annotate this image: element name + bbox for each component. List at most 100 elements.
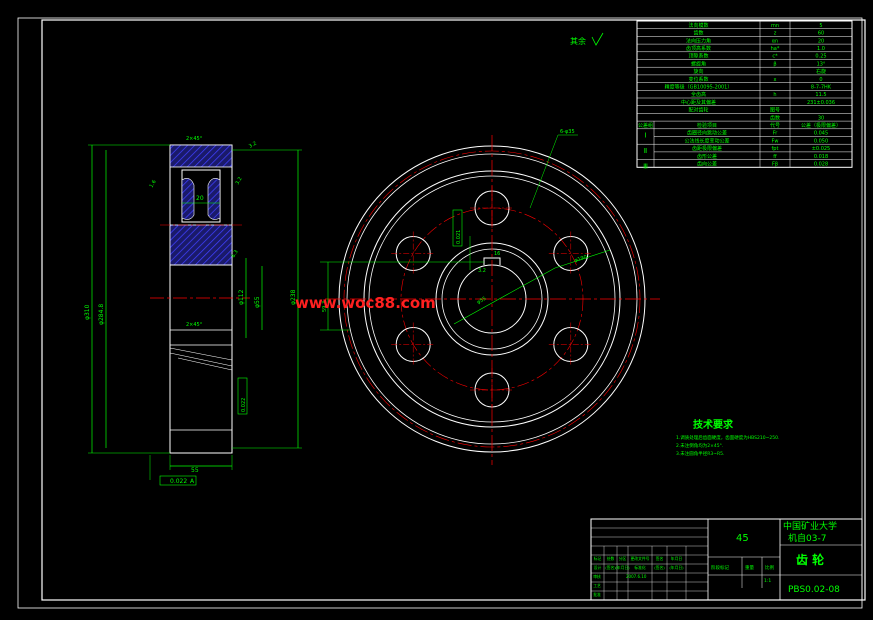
tol-code: ff — [773, 154, 777, 160]
runout-tolerance-frame: 0.022 A — [149, 455, 197, 486]
param-name: 齿顶高系数 — [686, 45, 711, 52]
tb-row-label: 工艺 — [593, 583, 601, 588]
face-tol-box — [237, 377, 248, 415]
keyway-tol-text: 0.021 — [456, 230, 462, 244]
tb-header-cell: 签名 — [656, 556, 664, 561]
hatch-rim-top — [169, 144, 233, 168]
tech-req-title: 技术要求 — [693, 418, 734, 431]
drawing-no-text: PBS0.02-08 — [788, 585, 840, 595]
param-symbol: 图号 — [770, 108, 780, 114]
param-name: 齿数 — [693, 30, 703, 37]
param-symbol: mn — [771, 23, 779, 29]
param-value: 20 — [818, 38, 824, 44]
tb-header-cell: 处数 — [607, 556, 615, 561]
keyway — [483, 257, 501, 265]
bolt-dim-leader — [554, 249, 611, 269]
param-value: 右旋 — [816, 68, 826, 75]
rough-text-3: 3.2 — [235, 176, 244, 186]
param-name: 螺旋角 — [691, 60, 706, 67]
title-block-frame — [590, 518, 863, 601]
param-symbol: x — [774, 77, 777, 83]
top-leader — [529, 134, 559, 209]
param-name: 全齿高 — [691, 91, 706, 98]
rough-text-2: 1.6 — [149, 179, 158, 189]
dim-text-chamfer2: 2×45° — [186, 322, 203, 328]
tech-req-line-2: 2.未注倒角均为2×45°. — [676, 442, 723, 449]
dim-text-width: 55 — [191, 467, 199, 474]
tol-item: 齿距极限偏差 — [692, 145, 722, 152]
tol-code: Fr — [773, 131, 779, 137]
tb-design-cell: (签名) — [654, 565, 665, 570]
param-name: 法向压力角 — [686, 37, 711, 44]
part-name-text: 齿 轮 — [796, 552, 825, 567]
bore-dim-leader — [453, 267, 556, 325]
param-value: 5 — [819, 23, 822, 29]
hatch-web-left — [181, 178, 195, 220]
param-value: 13° — [817, 61, 826, 67]
rough-text-1: 3.2 — [248, 141, 258, 150]
param-name: 顶隙系数 — [688, 53, 708, 60]
roughness-note-text: 其余 — [570, 36, 586, 46]
dim-text-tip: φ310 — [84, 304, 91, 320]
param-symbol: 齿数 — [770, 114, 780, 121]
param-name: 配对齿轮 — [688, 107, 708, 114]
weight-label: 重量 — [745, 564, 754, 571]
material-text: 45 — [736, 533, 749, 544]
tb-header-cell: 更改文件号 — [631, 556, 650, 561]
tech-req-line-3: 3.未注圆角半径R3~R5. — [676, 450, 724, 457]
roughness-note: 其余 — [570, 32, 604, 46]
param-value: 8-7-7HK — [811, 85, 832, 91]
param-symbol: αn — [772, 38, 778, 44]
tol-item: 齿向公差 — [697, 161, 717, 168]
tol-header-cell: 公差组 — [638, 122, 653, 129]
face-tol-value: 0.022 — [241, 398, 247, 412]
tech-requirements: 技术要求 1.调质处理后齿面硬度，齿面硬度为HBS210~250. 2.未注倒角… — [676, 418, 779, 457]
param-value: 231±0.036 — [807, 100, 835, 106]
roughness-symbol-icon — [591, 32, 604, 46]
dim-text-hub: φ112 — [238, 289, 245, 305]
param-name: 精度等级（GB10095-2001） — [665, 84, 733, 91]
tb-design-cell: 标准化 — [634, 565, 646, 570]
tol-code: fpt — [772, 146, 779, 152]
tol-value: 0.028 — [814, 162, 828, 168]
runout-value: 0.022 — [170, 478, 187, 485]
keyway-width-text: 16 — [494, 251, 500, 257]
param-name: 法向模数 — [688, 22, 708, 29]
school-text: 中国矿业大学 — [783, 520, 837, 532]
tb-design-cell: (签名) — [605, 565, 616, 570]
param-symbol: β — [773, 61, 776, 67]
keyway-tol-box — [452, 209, 463, 247]
tol-header-cell: 代号 — [770, 122, 780, 129]
runout-ref: A — [190, 478, 195, 485]
tol-group: Ⅱ — [644, 147, 647, 155]
param-value: 0 — [819, 77, 822, 83]
param-name: 变位系数 — [688, 76, 708, 83]
tech-req-line-1: 1.调质处理后齿面硬度，齿面硬度为HBS210~250. — [676, 434, 779, 441]
tol-item: 齿形公差 — [697, 153, 717, 160]
tol-group: Ⅰ — [644, 132, 646, 140]
tb-row-label: 审核 — [593, 574, 601, 579]
tb-header-cell: 标记 — [594, 556, 602, 561]
param-value: 1.0 — [817, 46, 825, 52]
hole-note-text: 6-φ35 — [560, 129, 575, 135]
param-value: 0.25 — [815, 54, 826, 60]
scale-value: 1:1 — [764, 578, 771, 584]
tol-value: 0.050 — [814, 138, 828, 144]
tol-value: 0.018 — [814, 154, 828, 160]
bore-dia-text: φ55 — [476, 296, 487, 306]
outer-frame — [17, 17, 863, 609]
tb-design-cell: 设计 — [594, 565, 602, 570]
class-text: 机自03-7 — [788, 532, 826, 544]
runout-frame-box — [159, 475, 197, 486]
tb-row-label: 批准 — [593, 592, 601, 597]
param-symbol: z — [774, 31, 777, 37]
front-view: 0.021 59.3 16 φ55 6-φ35 φ190 3.2 — [320, 129, 660, 465]
face-tolerance-frame: 0.022 — [237, 377, 248, 415]
hatch-web-right — [207, 178, 221, 220]
side-section-view: φ310 φ284.8 φ112 φ55 φ238 55 20 2×45° 2×… — [84, 136, 302, 486]
param-symbol: ha* — [771, 46, 780, 52]
param-value: 60 — [818, 31, 824, 37]
